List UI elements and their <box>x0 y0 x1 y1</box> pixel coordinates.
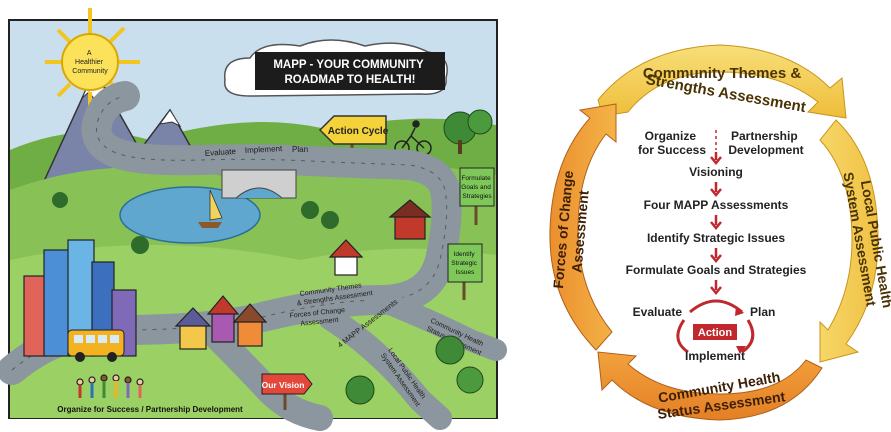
step-identify: Identify Strategic Issues <box>647 231 785 245</box>
arc-community-themes <box>597 44 847 119</box>
action-cycle-sign: Action Cycle <box>318 115 389 160</box>
trees <box>52 192 484 405</box>
svg-text:A Healthier Co: A Healthier Community <box>72 50 108 75</box>
organize-line1: Organize <box>645 129 697 143</box>
step-evaluate: Evaluate <box>633 305 683 319</box>
banner-line2: ROADMAP TO HEALTH! <box>285 74 416 86</box>
our-vision-label: Our Vision <box>262 380 305 390</box>
mapp-roadmap-illustration: A Healthier Community MAPP - YOUR COMMUN… <box>0 8 507 431</box>
arrow-to-four-mapp <box>710 182 722 197</box>
sailboat-icon <box>198 189 223 228</box>
sun-label-line1: A <box>87 50 92 57</box>
step-action: Action <box>698 327 733 339</box>
svg-text:Partnership Development: Partnership Development <box>728 129 803 157</box>
arrow-to-formulate <box>710 248 722 263</box>
banner-line1: MAPP - YOUR COMMUNITY <box>273 59 424 71</box>
arrow-to-action <box>710 280 722 295</box>
sun-illustration: A Healthier Community <box>45 8 140 112</box>
sun-label-line2: Healthier <box>75 59 104 66</box>
sun-label-line3: Community <box>72 68 108 75</box>
step-plan: Plan <box>750 305 775 319</box>
partnership-line1: Partnership <box>731 129 798 143</box>
road-evaluate: Evaluate <box>205 147 237 158</box>
action-cycle-label: Action Cycle <box>328 126 389 137</box>
svg-text:Assessment: Assessment <box>568 189 591 273</box>
svg-text:Formulate Goals and: Formulate Goals and Strategies <box>461 175 492 200</box>
action-box <box>693 324 737 340</box>
formulate-sign-line1: Formulate <box>461 175 491 182</box>
organize-line2: for Success <box>638 143 706 157</box>
step-implement: Implement <box>685 349 745 363</box>
people-group <box>76 374 144 398</box>
tree-cluster-top-right <box>443 109 493 154</box>
school-bus <box>67 329 125 362</box>
arrow-to-visioning <box>710 152 722 165</box>
stone-bridge <box>221 169 297 199</box>
svg-text:MAPP - YOUR COMMUNITY: MAPP - YOUR COMMUNITY ROADMAP TO HEALTH! <box>273 59 426 86</box>
partnership-line2: Development <box>728 143 803 157</box>
step-visioning: Visioning <box>689 165 743 179</box>
arc-left-line2: Assessment <box>568 189 591 273</box>
arc-community-health-status <box>597 351 823 421</box>
mountain-snow-2 <box>158 109 182 128</box>
svg-text:Identify Strategic: Identify Strategic Issues <box>451 251 478 276</box>
title-banner: MAPP - YOUR COMMUNITY ROADMAP TO HEALTH! <box>223 39 448 97</box>
branch-road-health <box>369 289 507 361</box>
our-vision-sign: Our Vision <box>261 373 313 410</box>
action-cycle-arc-right <box>741 319 755 354</box>
banner-box <box>255 52 445 90</box>
branch-road-local <box>318 306 452 430</box>
svg-text:Organize for Success: Organize for Success <box>638 129 706 157</box>
formulate-goals-sign: Formulate Goals and Strategies <box>459 167 495 225</box>
mapp-cycle-diagram: Community Themes & Strengths Assessment … <box>549 44 891 422</box>
formulate-sign-line2: Goals and <box>461 184 491 191</box>
identify-issues-sign: Identify Strategic Issues <box>447 243 483 300</box>
arc-local-public-health <box>819 119 879 363</box>
identify-sign-line3: Issues <box>456 269 476 276</box>
action-cycle-arc-left <box>676 319 689 354</box>
lake <box>119 186 261 244</box>
road-forces-line2: Assessment <box>300 317 339 328</box>
bicycle-icon <box>394 120 432 156</box>
road-implement: Implement <box>245 144 284 155</box>
formulate-sign-line3: Strategies <box>462 193 492 200</box>
identify-sign-line1: Identify <box>454 251 476 258</box>
houses <box>174 199 432 350</box>
arrow-to-identify <box>710 215 722 230</box>
step-four-mapp: Four MAPP Assessments <box>644 198 789 212</box>
arc-forces-of-change <box>549 103 617 351</box>
bottom-caption: Organize for Success / Partnership Devel… <box>57 405 243 414</box>
identify-sign-line2: Strategic <box>451 260 477 267</box>
svg-text:Community Themes &: Community Themes & <box>643 65 802 82</box>
step-formulate: Formulate Goals and Strategies <box>626 263 807 277</box>
arc-top-line1: Community Themes & <box>643 65 802 82</box>
road-plan: Plan <box>292 145 308 154</box>
